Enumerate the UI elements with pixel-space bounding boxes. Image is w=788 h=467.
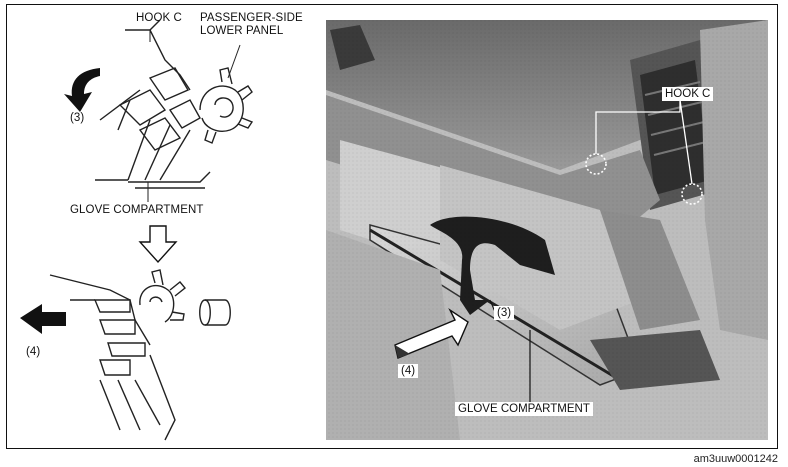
reference-code: am3uuw0001242: [693, 453, 778, 465]
step-4-label: (4): [26, 346, 41, 358]
photo-hook-c-label: HOOK C: [662, 87, 714, 101]
passenger-panel-label-line2: LOWER PANEL: [200, 25, 284, 37]
step-3-label: (3): [70, 112, 85, 124]
rotate-arrow-icon: [64, 68, 100, 112]
photo-glove-compartment-label: GLOVE COMPARTMENT: [455, 402, 593, 416]
passenger-panel-label-line1: PASSENGER-SIDE: [200, 12, 303, 24]
glove-compartment-label: GLOVE COMPARTMENT: [70, 204, 204, 216]
vehicle-photo: [326, 20, 768, 440]
hook-c-marker-right: [681, 183, 703, 205]
hook-c-marker-left: [585, 153, 607, 175]
photo-step-3-label: (3): [494, 306, 515, 320]
figure-frame: [6, 4, 778, 449]
down-arrow-icon: [138, 225, 178, 264]
hook-c-label: HOOK C: [136, 12, 182, 24]
photo-step-4-label: (4): [398, 364, 419, 378]
pull-arrow-icon: [20, 304, 66, 334]
lower-bracket-drawing: [49, 269, 231, 441]
upper-bracket-drawing: [95, 19, 254, 202]
